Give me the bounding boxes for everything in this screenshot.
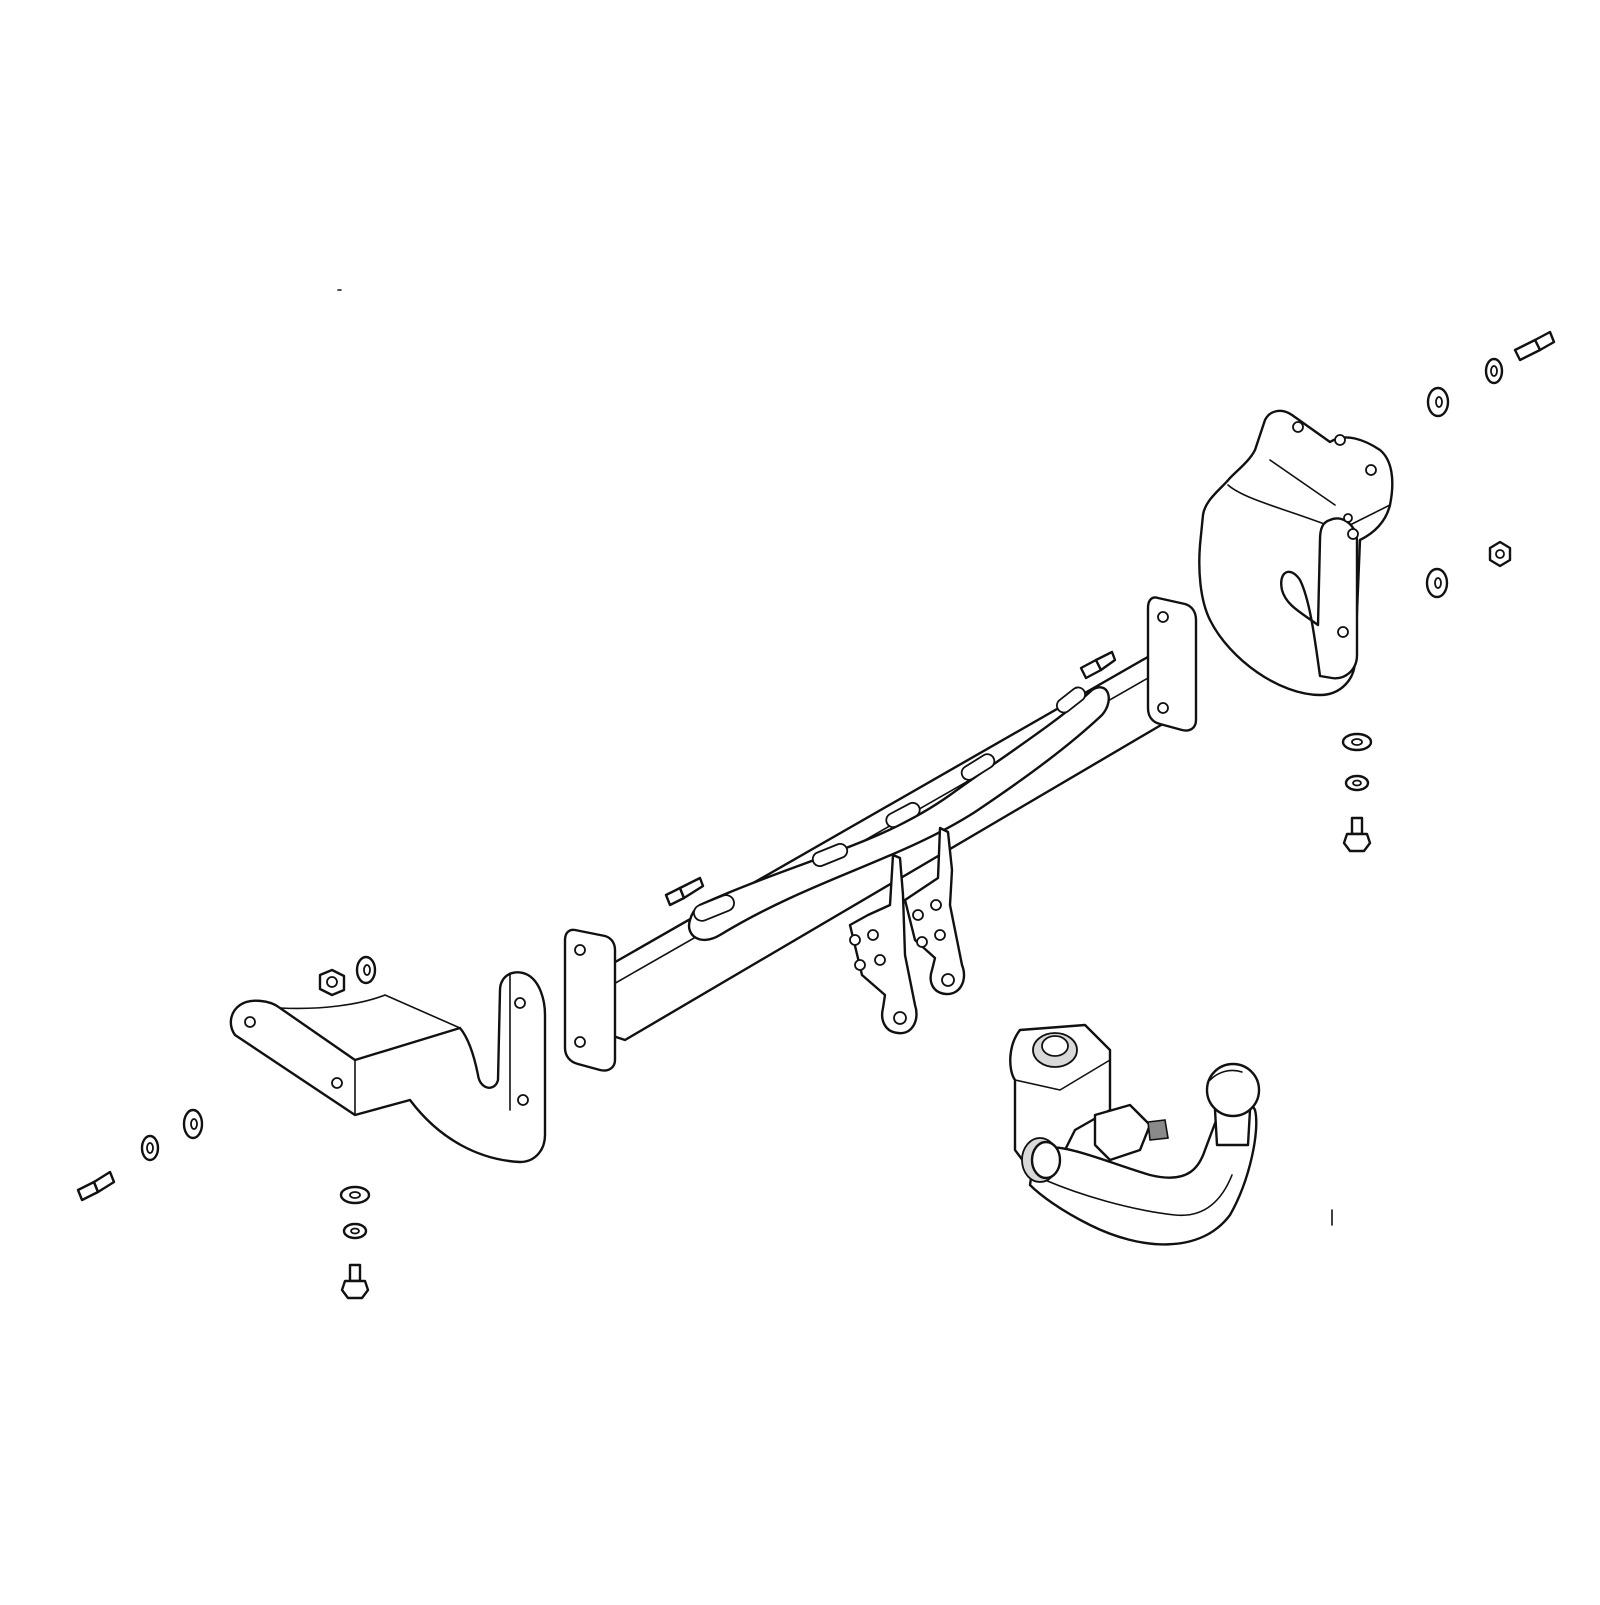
crossbar-bolt-left bbox=[664, 876, 705, 907]
left-washer-bottom bbox=[339, 1185, 371, 1205]
mounting-strip-slots bbox=[693, 686, 1086, 922]
right-side-bracket bbox=[1198, 409, 1394, 697]
left-lock-washer-bottom bbox=[342, 1222, 368, 1240]
right-nut-mid bbox=[1488, 540, 1512, 568]
left-side-bracket bbox=[229, 971, 547, 1164]
right-washer-mid bbox=[1425, 567, 1449, 599]
detachable-tow-ball bbox=[1009, 1023, 1261, 1246]
right-lock-washer-bottom bbox=[1344, 774, 1370, 792]
left-washer-top bbox=[355, 955, 377, 985]
crossbar-bolt-right bbox=[1079, 650, 1117, 680]
left-lock-washer-side bbox=[140, 1134, 160, 1162]
right-lock-washer-top bbox=[1484, 357, 1504, 385]
right-washer-bottom bbox=[1341, 732, 1373, 752]
beam-end-plate-right bbox=[1146, 596, 1198, 732]
left-washer-side bbox=[182, 1108, 204, 1140]
left-nut-top bbox=[318, 968, 346, 997]
beam-end-plate-left bbox=[563, 928, 617, 1072]
right-bolt-bottom bbox=[1342, 816, 1372, 853]
socket-mounting-plates bbox=[848, 826, 966, 1035]
right-bolt-top bbox=[1513, 330, 1556, 362]
right-washer-top bbox=[1426, 386, 1450, 418]
left-bolt-side bbox=[76, 1170, 116, 1202]
left-bolt-bottom bbox=[340, 1263, 370, 1300]
